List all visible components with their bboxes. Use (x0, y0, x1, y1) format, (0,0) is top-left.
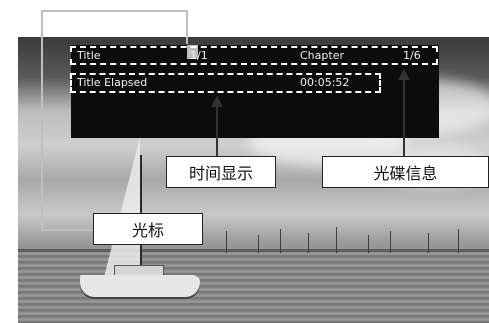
cursor-callout: 光标 (93, 213, 203, 245)
cursor-leader-bottom (41, 229, 93, 231)
cursor-highlight (187, 45, 198, 59)
disc-arrow-icon (398, 69, 410, 80)
disc-info-box (70, 46, 438, 65)
time-arrow-icon (211, 96, 223, 107)
cursor-leader-top (41, 10, 188, 12)
elapsed-value: 00:05:52 (300, 76, 350, 89)
disc-leader (403, 78, 405, 156)
title-value: 1/1 (190, 49, 208, 62)
sail (104, 137, 140, 277)
title-label: Title (77, 49, 101, 62)
chapter-label: Chapter (300, 49, 344, 62)
time-display-callout: 时间显示 (166, 156, 276, 188)
chapter-value: 1/6 (403, 49, 421, 62)
disc-info-callout: 光碟信息 (322, 156, 489, 188)
cursor-leader-down (186, 10, 188, 44)
time-display-box (70, 73, 381, 93)
time-leader (216, 104, 218, 156)
distant-masts (218, 225, 489, 253)
cursor-leader-left (41, 10, 43, 231)
elapsed-label: Title Elapsed (77, 76, 148, 89)
boat-hull (80, 275, 200, 297)
